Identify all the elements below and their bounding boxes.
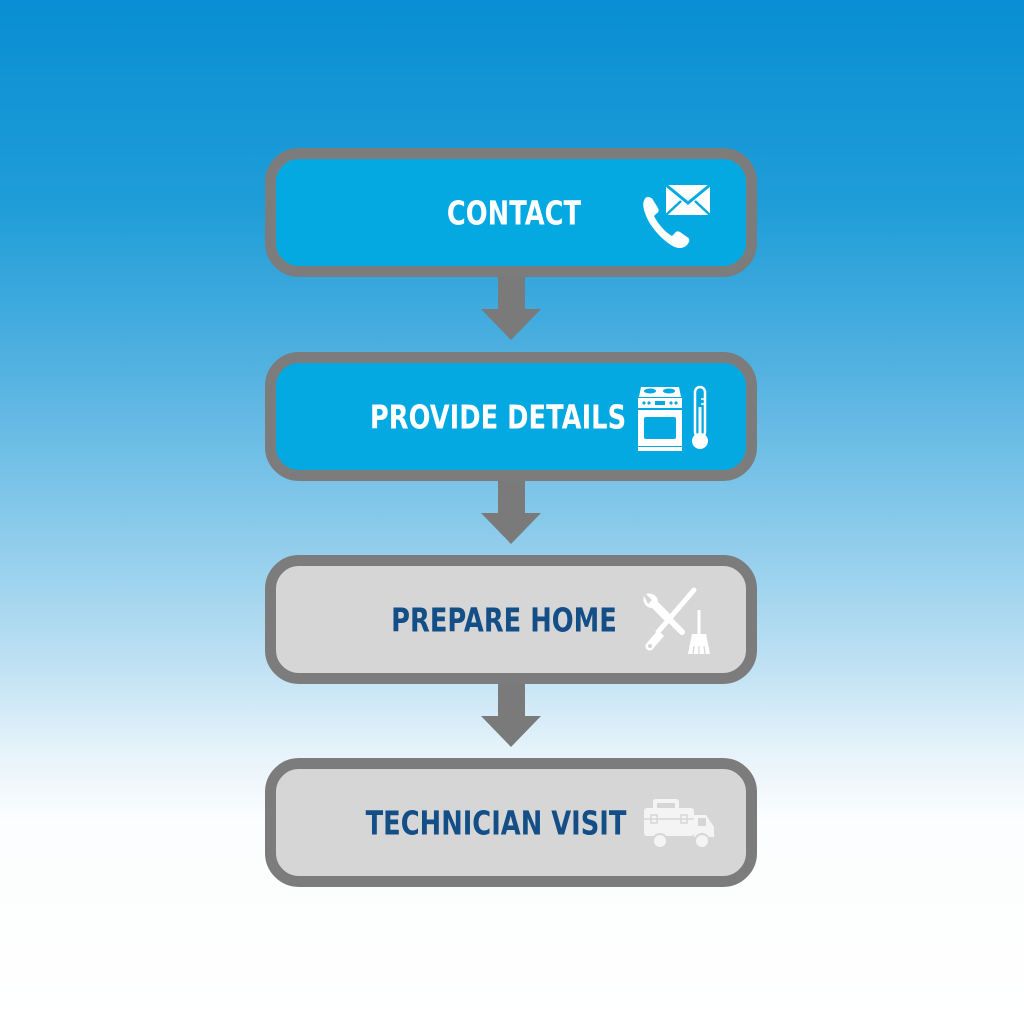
step-label: PREPARE HOME bbox=[391, 600, 617, 639]
step-technician-visit: TECHNICIAN VISIT bbox=[265, 758, 757, 887]
step-label: CONTACT bbox=[446, 193, 582, 232]
step-label: PROVIDE DETAILS bbox=[369, 397, 627, 436]
step-provide-details: PROVIDE DETAILS bbox=[265, 352, 757, 481]
down-arrow-icon bbox=[481, 277, 541, 342]
step-label: TECHNICIAN VISIT bbox=[365, 803, 627, 842]
toolbox-truck-icon bbox=[636, 785, 716, 861]
down-arrow-icon bbox=[481, 684, 541, 749]
step-prepare-home: PREPARE HOME bbox=[265, 555, 757, 684]
phone-envelope-icon bbox=[637, 175, 717, 251]
wrench-broom-icon bbox=[636, 582, 716, 658]
down-arrow-icon bbox=[481, 481, 541, 546]
step-contact: CONTACT bbox=[265, 148, 757, 277]
stove-thermometer-icon bbox=[635, 379, 715, 455]
